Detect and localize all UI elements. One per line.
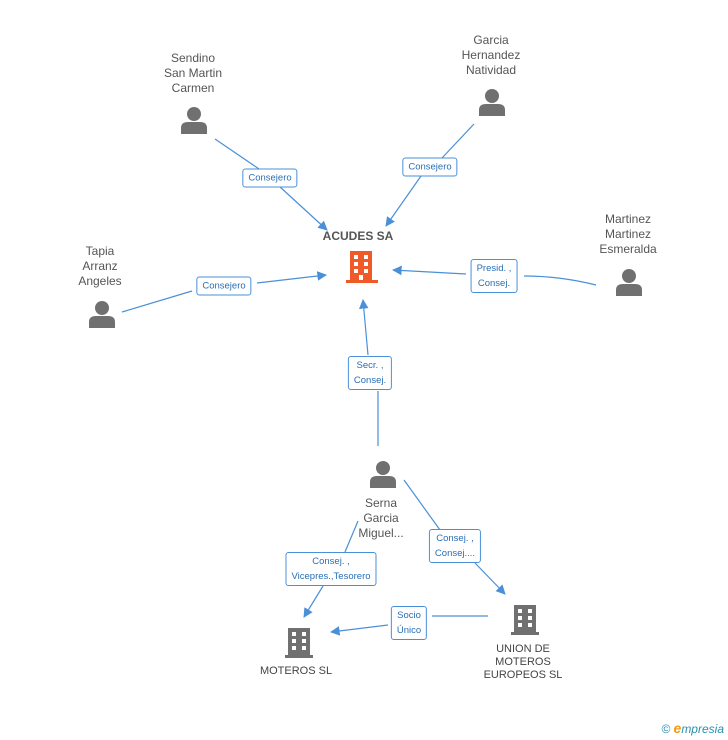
edge-label-serna-union: Consej. ,Consej.... bbox=[428, 529, 482, 563]
copyright-icon: © bbox=[661, 722, 671, 736]
person-icon[interactable] bbox=[88, 300, 116, 328]
main-building-icon[interactable] bbox=[345, 249, 379, 285]
building-icon[interactable] bbox=[284, 626, 314, 660]
edge-serna-moteros bbox=[304, 520, 359, 617]
edge-label-serna-acudes: Secr. ,Consej. bbox=[347, 356, 393, 390]
edge-garcia-acudes bbox=[386, 123, 475, 226]
edge-label-serna-moteros: Consej. ,Vicepres.,Tesorero bbox=[285, 552, 377, 586]
edge-serna-acudes bbox=[363, 300, 379, 446]
company-name-moteros: MOTEROS SL bbox=[259, 665, 333, 677]
edge-label-martinez: Presid. ,Consej. bbox=[470, 259, 518, 293]
brand-logo[interactable]: © empresia bbox=[661, 720, 724, 736]
edge-label-sendino: Consejero bbox=[242, 168, 298, 188]
edge-martinez-acudes bbox=[393, 270, 597, 286]
main-company-name: ACUDES SA bbox=[322, 229, 394, 243]
edge-label-garcia: Consejero bbox=[402, 157, 458, 177]
edge-label-tapia: Consejero bbox=[196, 276, 252, 296]
person-icon[interactable] bbox=[478, 88, 506, 116]
building-icon[interactable] bbox=[510, 603, 540, 637]
person-icon[interactable] bbox=[180, 106, 208, 134]
edge-union-moteros bbox=[331, 615, 488, 632]
person-icon[interactable] bbox=[615, 268, 643, 296]
edge-tapia-acudes bbox=[121, 275, 326, 313]
edge-sendino-acudes bbox=[214, 138, 327, 230]
person-icon[interactable] bbox=[369, 460, 397, 488]
edge-serna-union bbox=[403, 479, 505, 594]
